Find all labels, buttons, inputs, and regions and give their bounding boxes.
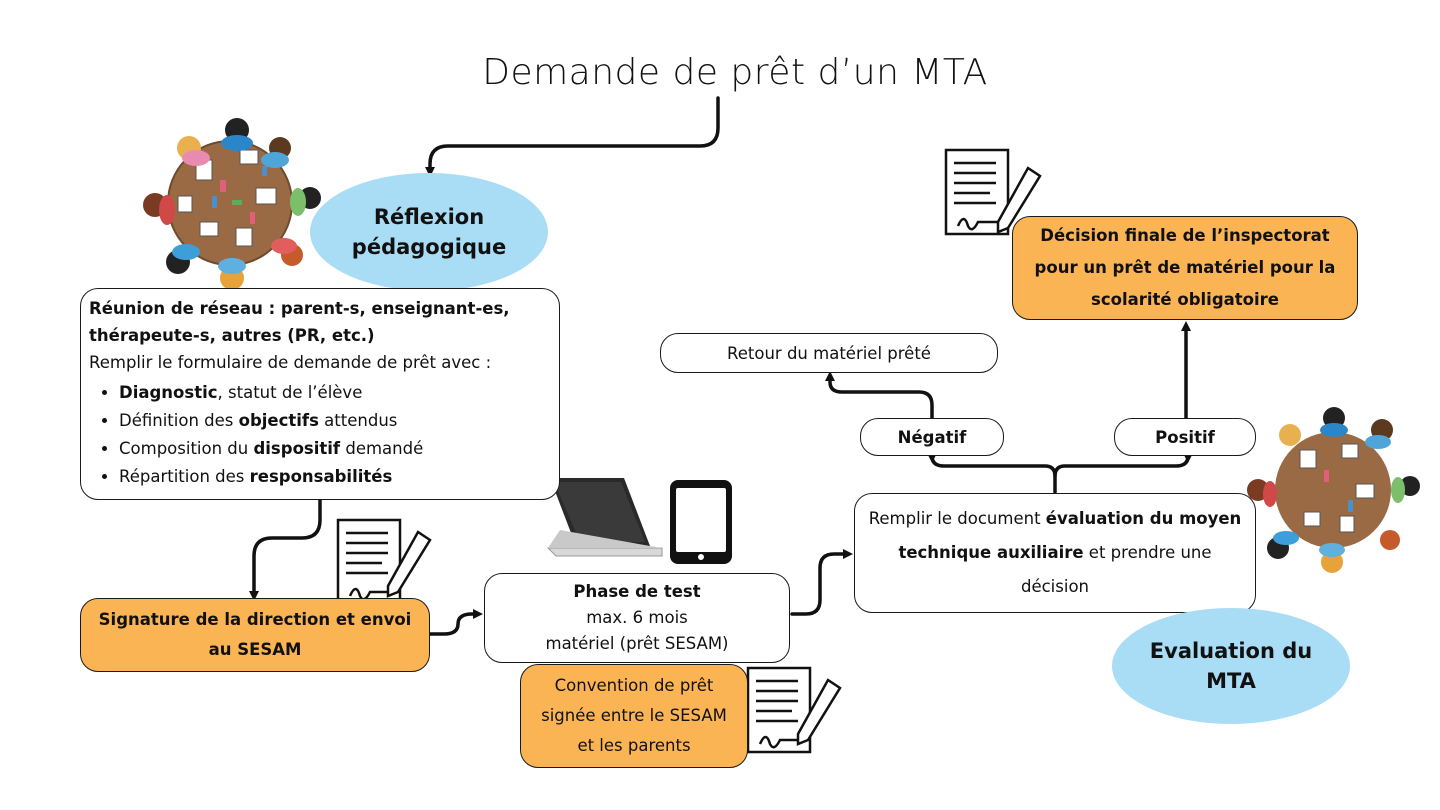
arrow-negatif-to-retour xyxy=(825,371,934,420)
reflexion-line1: Réflexion xyxy=(373,204,485,229)
list-item: Répartition des responsabilités xyxy=(119,463,551,491)
negatif-box: Négatif xyxy=(860,418,1004,456)
arrow-test-to-evaluation xyxy=(790,549,853,616)
reunion-heading: Réunion de réseau : parent-s, enseignant… xyxy=(89,299,510,345)
arrow-reunion-to-signature xyxy=(249,498,322,601)
tablet-icon xyxy=(670,480,732,564)
test-duration: max. 6 mois xyxy=(586,608,688,627)
evaluation-line1: Evaluation du xyxy=(1149,638,1313,663)
list-item: Composition du dispositif demandé xyxy=(119,435,551,463)
test-heading: Phase de test xyxy=(573,582,701,601)
phase-test-box: Phase de test max. 6 mois matériel (prêt… xyxy=(484,573,790,663)
meeting-table-left xyxy=(143,118,321,290)
list-item: Diagnostic, statut de l’élève xyxy=(119,379,551,407)
signature-box: Signature de la direction et envoi au SE… xyxy=(80,598,430,672)
document-sign-icon xyxy=(336,518,432,606)
reunion-reseau-box: Réunion de réseau : parent-s, enseignant… xyxy=(80,288,560,500)
evaluation-document-box: Remplir le document évaluation du moyen … xyxy=(854,493,1256,613)
document-sign-icon xyxy=(746,666,842,754)
retour-text: Retour du matériel prêté xyxy=(727,343,931,363)
list-item: Définition des objectifs attendus xyxy=(119,407,551,435)
evaluation-document-text: Remplir le document évaluation du moyen … xyxy=(868,509,1242,596)
arrow-signature-to-test xyxy=(428,609,483,636)
arrow-title-to-reflexion xyxy=(425,96,720,177)
diagram-title: Demande de prêt d’un MTA xyxy=(482,52,988,93)
meeting-table-right xyxy=(1247,407,1420,573)
decision-text: Décision finale de l’inspectorat pour un… xyxy=(1034,226,1336,309)
evaluation-mta-ellipse: Evaluation du MTA xyxy=(1112,608,1350,724)
laptop-icon xyxy=(546,478,663,557)
positif-box: Positif xyxy=(1114,418,1256,456)
test-material: matériel (prêt SESAM) xyxy=(545,634,729,653)
negatif-label: Négatif xyxy=(897,427,967,447)
document-sign-icon xyxy=(944,148,1042,236)
reflexion-line2: pédagogique xyxy=(351,235,507,259)
reunion-bullet-list: Diagnostic, statut de l’élève Définition… xyxy=(89,379,551,491)
signature-text: Signature de la direction et envoi au SE… xyxy=(98,610,412,659)
evaluation-line2: MTA xyxy=(1206,669,1256,693)
convention-text: Convention de prêt signée entre le SESAM… xyxy=(541,676,727,755)
reflexion-pedagogique-ellipse: Réflexion pédagogique xyxy=(310,173,548,291)
reunion-intro: Remplir le formulaire de demande de prêt… xyxy=(89,353,492,372)
retour-box: Retour du matériel prêté xyxy=(660,333,998,373)
positif-label: Positif xyxy=(1155,427,1215,447)
convention-box: Convention de prêt signée entre le SESAM… xyxy=(520,664,748,768)
decision-box: Décision finale de l’inspectorat pour un… xyxy=(1012,216,1358,320)
